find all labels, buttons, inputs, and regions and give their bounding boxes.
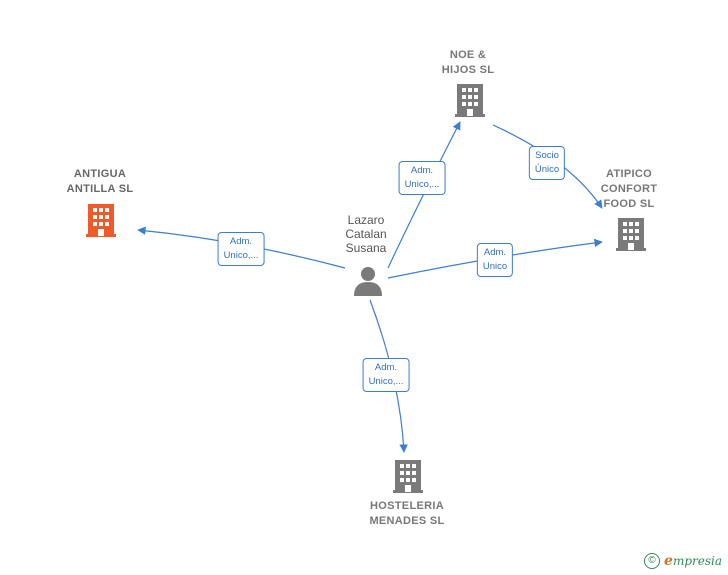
company-label-hosteleria-menades[interactable]: HOSTELERIA MENADES SL <box>369 500 445 527</box>
building-icon[interactable] <box>86 204 116 237</box>
company-label-atipico-confort-food[interactable]: ATIPICO CONFORT FOOD SL <box>600 168 658 210</box>
company-label-noe-hijos[interactable]: NOE & HIJOS SL <box>441 49 495 76</box>
building-icon[interactable] <box>455 84 485 117</box>
building-icon[interactable] <box>393 460 423 493</box>
brand-logo: empresia <box>664 553 722 569</box>
copyright-icon: © <box>644 553 661 569</box>
edge-label-to-hosteleria: Adm. Unico,... <box>362 358 410 392</box>
footer-brand[interactable]: © empresia <box>644 553 722 569</box>
person-icon[interactable] <box>354 267 382 296</box>
person-label-lazaro-catalan-susana[interactable]: Lazaro Catalan Susana <box>345 213 387 255</box>
edge-person-to-noe <box>387 121 461 269</box>
edge-label-to-noe: Adm. Unico,... <box>398 161 446 195</box>
company-label-antigua-antilla[interactable]: ANTIGUA ANTILLA SL <box>66 168 134 195</box>
edge-label-to-atipico: Adm. Unico <box>476 243 514 277</box>
edge-label-to-antigua: Adm. Unico,... <box>217 232 265 266</box>
edge-label-noe-to-atipico: Socio Único <box>528 146 566 180</box>
building-icon[interactable] <box>616 218 646 251</box>
